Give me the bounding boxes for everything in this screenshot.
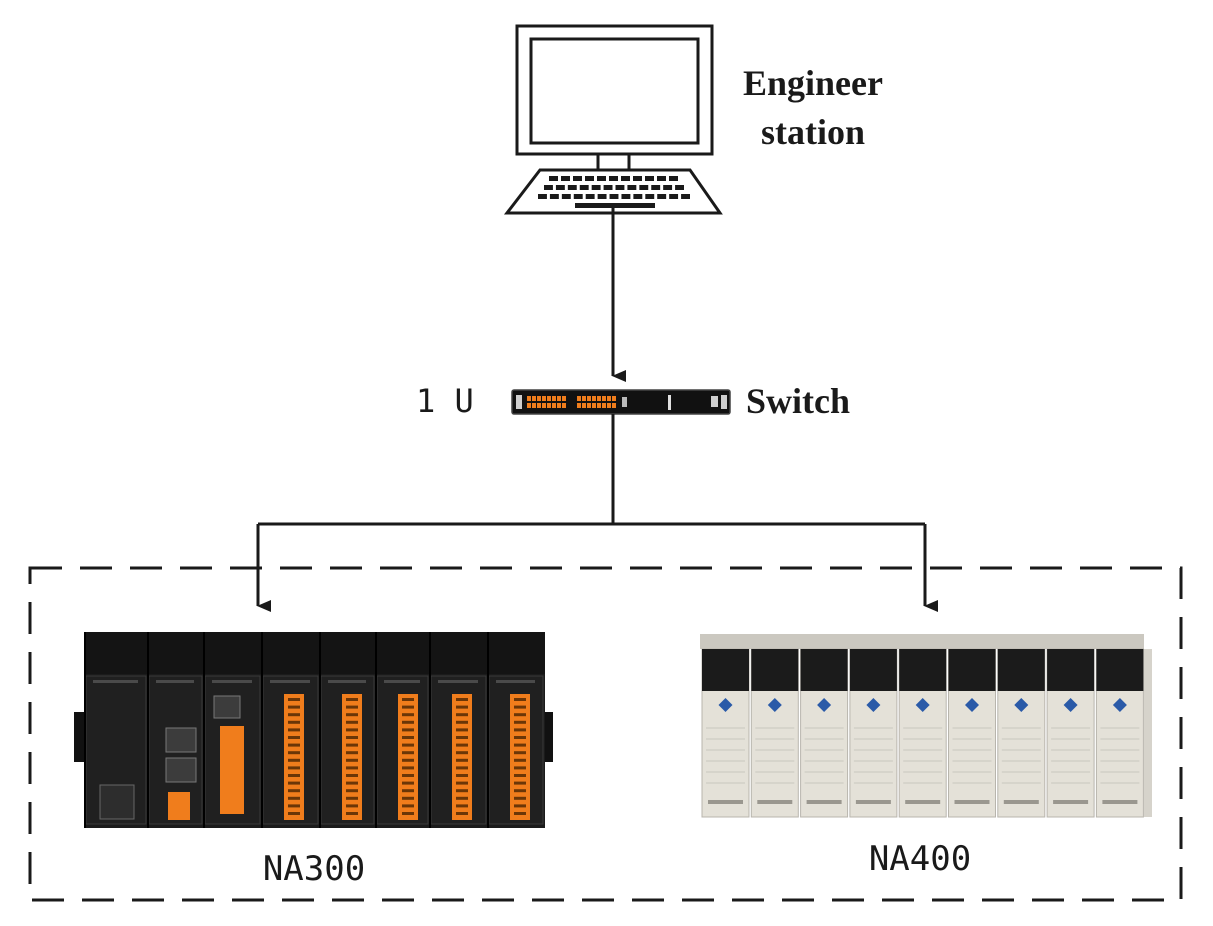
laptop-icon <box>503 24 723 215</box>
plc-rack-icon <box>74 632 553 828</box>
laptop-screen-inner <box>529 37 700 145</box>
keyboard-keys <box>538 176 690 208</box>
network-switch-icon <box>511 389 731 415</box>
switch-ports <box>527 396 627 408</box>
controller-group-boundary <box>28 566 1183 902</box>
connector-switch-to-controllers <box>256 414 938 612</box>
laptop-screen-outer <box>515 24 714 156</box>
io-module-rack-icon <box>700 634 1152 818</box>
switch-label: Switch <box>746 381 850 421</box>
laptop-keyboard-base <box>503 168 723 215</box>
engineer-station-label-line2: station <box>761 112 865 152</box>
rack-unit-label: 1 U <box>416 382 474 420</box>
na300-modules <box>84 632 544 828</box>
na400-modules <box>701 648 1152 818</box>
engineer-station-label-line1: Engineer <box>743 63 883 103</box>
na300-label: NA300 <box>263 849 365 889</box>
na400-label: NA400 <box>869 839 971 879</box>
